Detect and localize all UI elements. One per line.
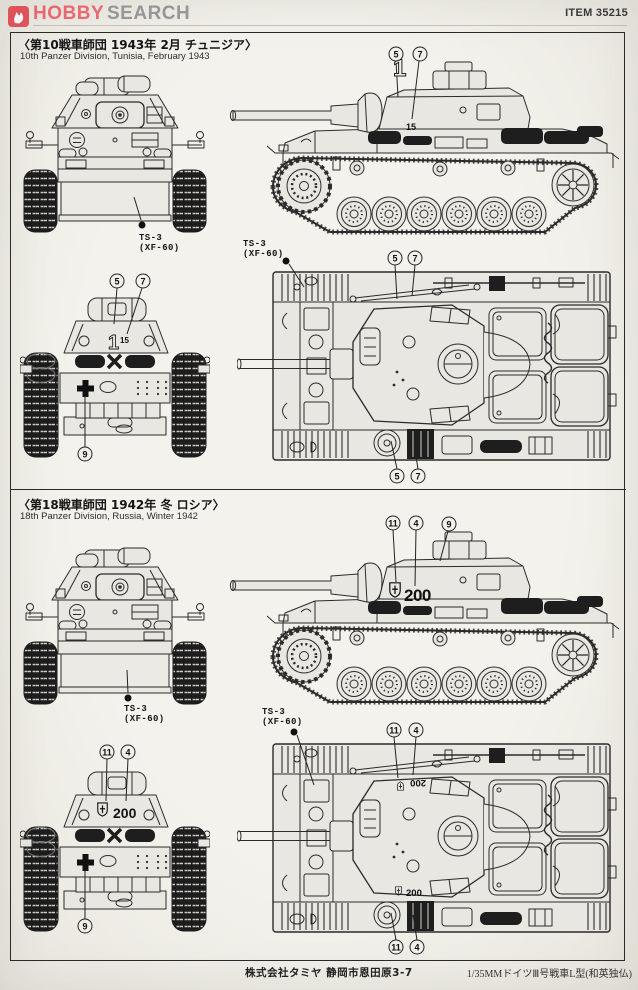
s1-side-view-illustration xyxy=(227,47,622,239)
product-name: 1/35MMドイツⅢ号戦車L型(和英独仏) xyxy=(466,969,632,980)
callout-11: 11 xyxy=(385,515,401,531)
callout-7: 7 xyxy=(135,273,151,289)
section-divider xyxy=(10,489,626,490)
s1-front-view-illustration xyxy=(20,70,210,235)
section2-title-en: 18th Panzer Division, Russia, Winter 194… xyxy=(20,511,198,522)
flame-icon xyxy=(14,12,24,24)
s2-side-view-illustration xyxy=(227,517,622,709)
callout-9: 9 xyxy=(441,516,457,532)
hobbysearch-logo-icon xyxy=(8,6,29,27)
s1-rear-view-illustration xyxy=(20,295,210,463)
section2-title-jp: 〈第18戦車師団 1942年 冬 ロシア〉 xyxy=(18,498,225,512)
s1-top-paint-callout: TS-3(XF-60) xyxy=(243,239,284,259)
callout-9: 9 xyxy=(77,446,93,462)
callout-11: 11 xyxy=(99,744,115,760)
callout-4: 4 xyxy=(120,744,136,760)
callout-5: 5 xyxy=(109,273,125,289)
callout-4: 4 xyxy=(408,722,424,738)
callout-11: 11 xyxy=(388,939,404,955)
callout-5: 5 xyxy=(389,468,405,484)
callout-9: 9 xyxy=(77,918,93,934)
brand-hobby: HOBBY xyxy=(33,3,105,24)
page-border xyxy=(10,32,625,961)
item-number: ITEM 35215 xyxy=(565,7,628,19)
callout-7: 7 xyxy=(407,250,423,266)
callout-4: 4 xyxy=(409,939,425,955)
callout-11: 11 xyxy=(386,722,402,738)
s1-top-view-illustration xyxy=(237,268,622,463)
s1-front-paint-callout: TS-3(XF-60) xyxy=(139,233,180,253)
s2-rear-view-illustration xyxy=(20,769,210,937)
s2-front-paint-callout: TS-3(XF-60) xyxy=(124,704,165,724)
callout-4: 4 xyxy=(408,515,424,531)
callout-7: 7 xyxy=(412,46,428,62)
manufacturer-address: 株式会社タミヤ 静岡市恩田原3-7 xyxy=(245,967,413,979)
callout-5: 5 xyxy=(387,250,403,266)
s2-top-view-illustration xyxy=(237,740,622,935)
callout-7: 7 xyxy=(410,468,426,484)
brand-underline xyxy=(33,25,627,26)
s2-front-view-illustration xyxy=(20,542,210,707)
callout-5: 5 xyxy=(388,46,404,62)
section1-title-jp: 〈第10戦車師団 1943年 2月 チュニジア〉 xyxy=(18,38,257,52)
s2-top-paint-callout: TS-3(XF-60) xyxy=(262,707,303,727)
brand-search: SEARCH xyxy=(107,3,191,24)
section1-title-en: 10th Panzer Division, Tunisia, February … xyxy=(20,51,210,62)
